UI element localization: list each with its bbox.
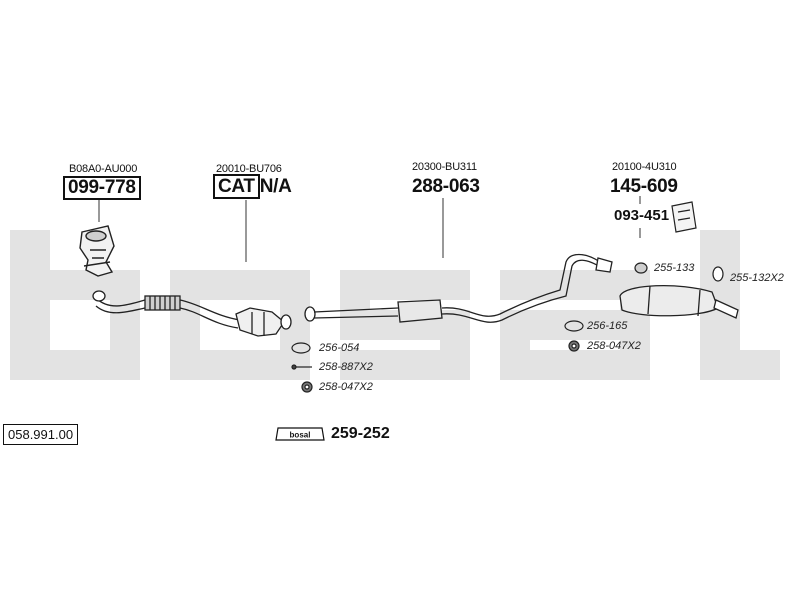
- diagram-reference-number: 058.991.00: [3, 424, 79, 445]
- kit-part-number: 259-252: [331, 425, 390, 442]
- kit-badge-icon: [275, 427, 325, 441]
- rear-oem-number: 20100-4U310: [612, 161, 677, 173]
- fitting-label: 258-887X2: [319, 361, 373, 373]
- manifold-part-number: 099-778: [63, 176, 141, 200]
- manifold-part: [79, 225, 115, 277]
- middle-pipe: [304, 253, 613, 323]
- rear-silencer: [619, 284, 739, 319]
- catalyst-oem-number: 20010-BU706: [216, 163, 282, 175]
- fitting-label: 258-047X2: [587, 340, 641, 352]
- rear-part-number: 145-609: [610, 176, 678, 197]
- middle-oem-number: 20300-BU311: [412, 161, 477, 173]
- catalyst-cat-label: CAT: [213, 174, 260, 199]
- catalyst-part: [235, 307, 292, 337]
- fitting-icons: [291, 262, 724, 393]
- bosal-watermark: [10, 230, 780, 380]
- front-pipe: [92, 290, 241, 329]
- fitting-label: 255-133: [654, 262, 695, 274]
- fitting-label: 255-132X2: [730, 272, 784, 284]
- fitting-label: 256-165: [587, 320, 628, 332]
- fitting-label: 258-047X2: [319, 381, 373, 393]
- rear-sub-part-number: 093-451: [614, 207, 670, 224]
- manifold-oem-number: B08A0-AU000: [69, 163, 138, 175]
- hanger-bracket: [671, 201, 697, 233]
- fitting-label: 256-054: [319, 342, 360, 354]
- leader-lines: [98, 196, 641, 262]
- kit-badge-label: bosal: [290, 431, 311, 440]
- middle-part-number: 288-063: [412, 176, 480, 197]
- catalyst-na-label: N/A: [259, 176, 292, 197]
